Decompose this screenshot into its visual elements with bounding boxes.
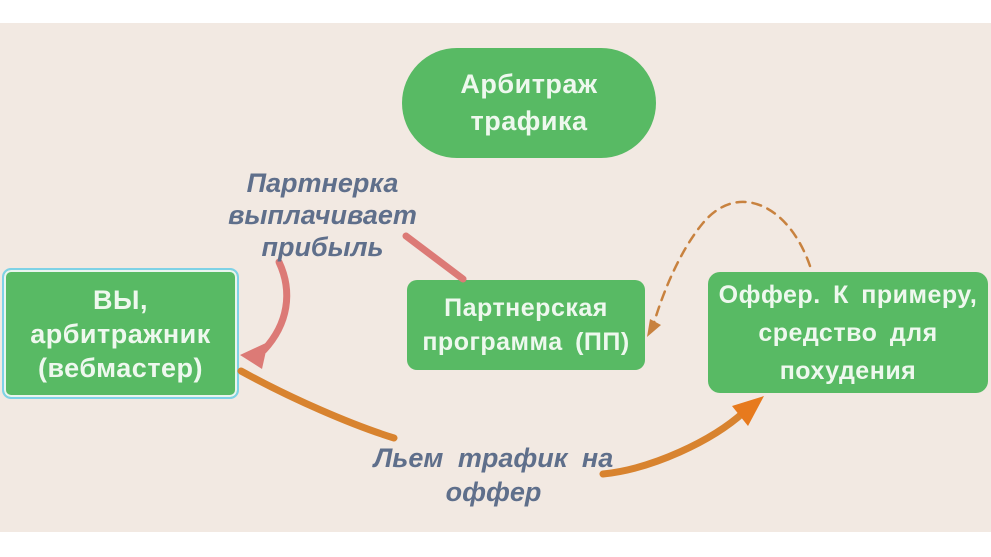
node-label-line: трафика [470,106,588,136]
node-label-line: (вебмастер) [37,352,204,383]
edge-label-line: прибыль [261,232,384,262]
node-offer[interactable]: Оффер. К примеру, средство для похудения [708,272,988,393]
node-label-line: программа (ПП) [422,328,630,356]
node-label-line: арбитражник [30,318,211,349]
node-you-webmaster[interactable]: ВЫ, арбитражник (вебмастер) [2,268,239,399]
edge-label-traffic[interactable]: Льем трафик на оффер [352,441,635,509]
edge-label-line: Льем трафик на [373,443,614,473]
edge-label-line: Партнерка [246,168,399,198]
node-label-line: Арбитраж [460,69,598,99]
node-traffic-arbitrage[interactable]: Арбитраж трафика [402,48,656,158]
edge-label-line: выплачивает [228,200,417,230]
edge-label-line: оффер [445,477,542,507]
node-label-line: похудения [779,356,917,385]
node-label-line: Оффер. К примеру, [718,280,978,309]
node-label-line: средство для [758,318,938,347]
node-label-line: ВЫ, [93,284,148,315]
edge-label-payout[interactable]: Партнерка выплачивает прибыль [205,167,440,263]
node-affiliate-program[interactable]: Партнерская программа (ПП) [407,280,645,370]
node-label-line: Партнерская [444,294,608,322]
